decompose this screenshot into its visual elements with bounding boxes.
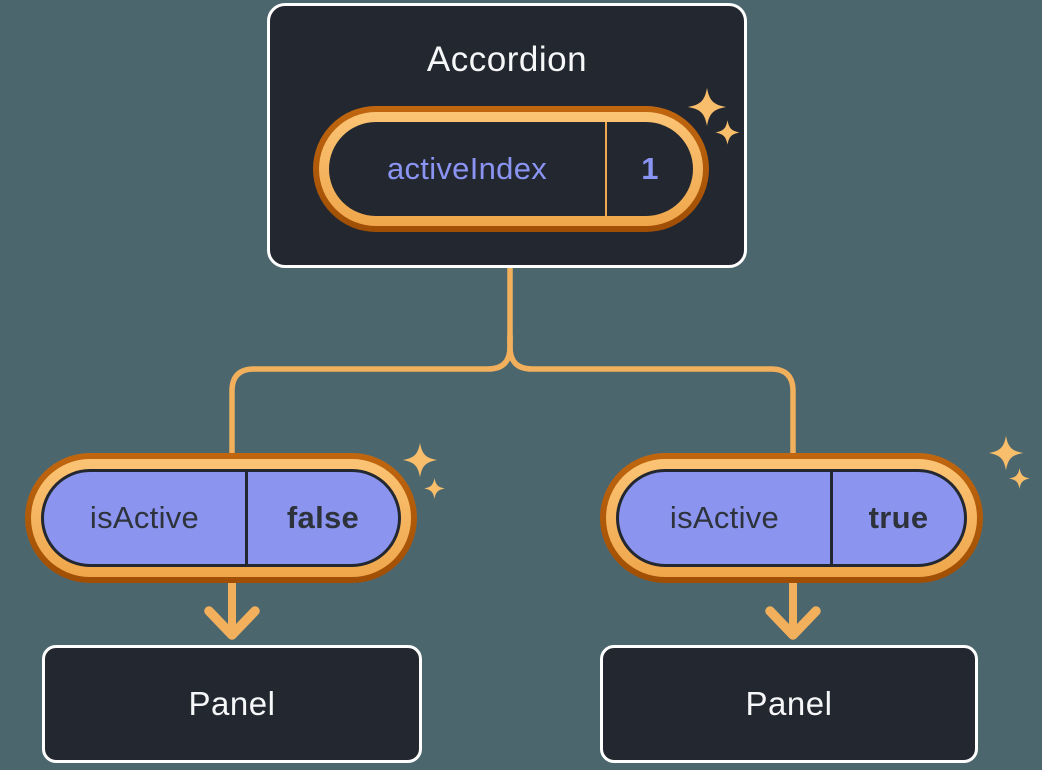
prop-pill-divider [830,472,833,564]
state-pill-activeindex: activeIndex 1 [313,106,709,232]
state-pill-label: activeIndex [386,151,548,186]
sparkle-icon [1009,468,1030,489]
state-pill-divider [605,122,607,216]
prop-pill-value: true [868,500,929,535]
sparkle-icon [402,442,438,478]
panel-node-right: Panel [600,645,978,763]
accordion-node-title: Accordion [426,40,588,79]
prop-pill-divider [245,472,248,564]
prop-pill-ring: isActive true [606,459,977,577]
prop-pill-value: false [286,500,360,535]
sparkle-icon [988,435,1024,471]
prop-pill-label: isActive [89,500,200,535]
connector-branch-right [507,333,796,461]
state-pill-ring: activeIndex 1 [319,112,703,226]
prop-pill-label: isActive [669,500,780,535]
prop-pill-isactive-false: isActive false [25,453,417,583]
state-pill-value: 1 [641,151,659,186]
prop-pill-isactive-true: isActive true [600,453,983,583]
arrow-right-head [765,606,821,640]
accordion-node: Accordion activeIndex 1 [267,3,747,268]
panel-node-left: Panel [42,645,422,763]
connector-branch-left [229,333,513,461]
sparkle-icon [424,478,445,499]
panel-node-label: Panel [745,685,833,722]
sparkle-icon [715,120,740,145]
panel-node-label: Panel [188,685,276,722]
arrow-left-head [204,606,260,640]
prop-pill-ring: isActive false [31,459,411,577]
sparkle-icon [687,87,727,127]
